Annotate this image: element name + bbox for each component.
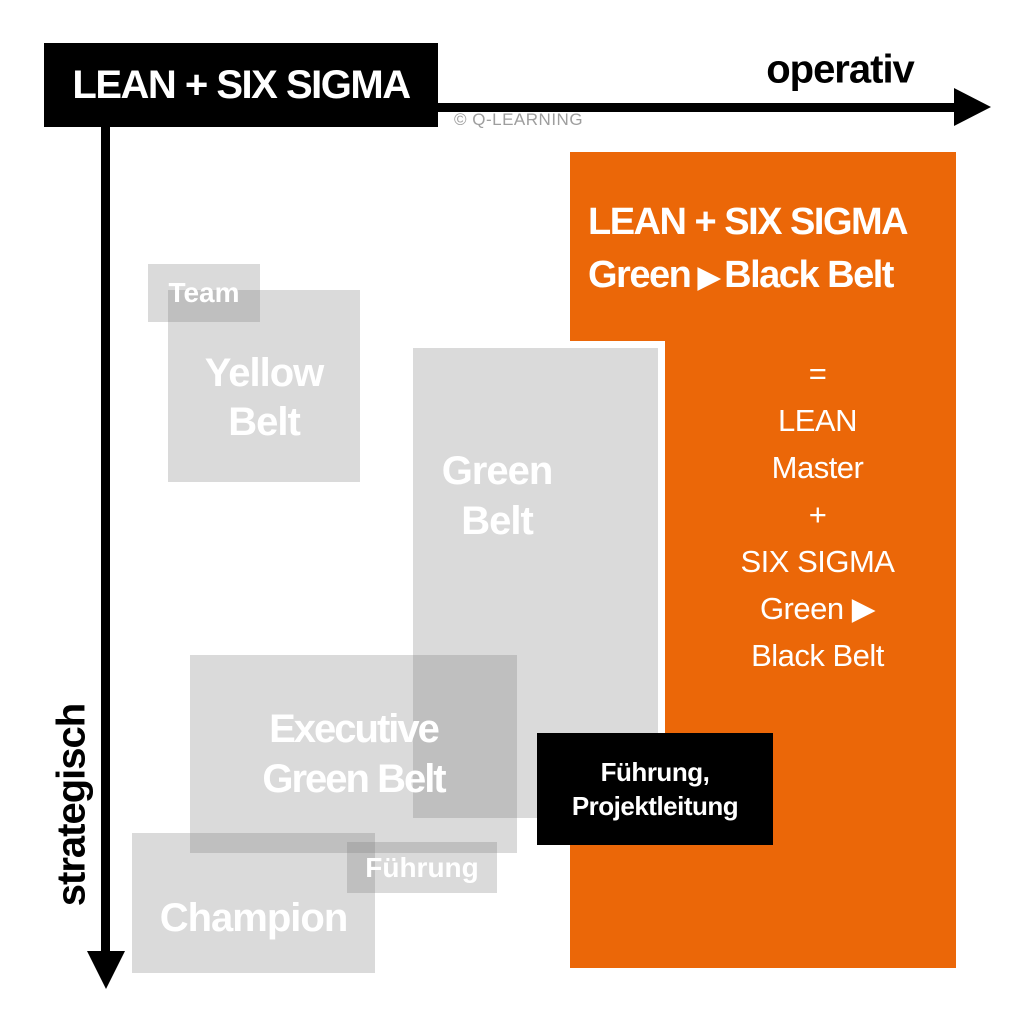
role-box-fuehrung-label: Führung bbox=[365, 851, 479, 883]
belt-box-executive-green-belt: Executive Green Belt bbox=[190, 655, 517, 853]
belt-box-green-belt-label: Green Belt bbox=[441, 449, 554, 543]
equation-line-master: Master bbox=[771, 450, 864, 485]
belt-box-yellow-belt-label: Yellow Belt bbox=[204, 351, 324, 444]
diagram-title: LEAN + SIX SIGMA bbox=[72, 62, 411, 107]
role-box-fuehrung: Führung bbox=[347, 842, 497, 893]
highlight-heading-line2-post: Black Belt bbox=[724, 254, 894, 296]
equation-line-plus: + bbox=[808, 497, 827, 532]
role-box-team-label: Team bbox=[168, 277, 240, 308]
diagram-title-box: LEAN + SIX SIGMA bbox=[44, 43, 438, 127]
role-box-team: Team bbox=[148, 264, 260, 322]
equation-line-black-belt: Black Belt bbox=[751, 638, 884, 673]
equation-line-six-sigma: SIX SIGMA bbox=[740, 544, 895, 579]
highlight-heading: LEAN + SIX SIGMA Green▶Black Belt bbox=[588, 196, 909, 303]
leadership-tag-line1: Führung, bbox=[600, 757, 710, 787]
highlight-equation: = LEAN Master + SIX SIGMA Green ▶ Black … bbox=[675, 350, 960, 679]
copyright-note: © Q-LEARNING bbox=[454, 110, 584, 129]
y-axis-label: strategisch bbox=[49, 703, 94, 907]
equation-line-equals: = bbox=[808, 356, 827, 391]
equation-line-lean: LEAN bbox=[778, 403, 857, 438]
equation-line-green-arrow: Green ▶ bbox=[759, 591, 876, 626]
highlight-heading-line2-pre: Green bbox=[588, 254, 692, 296]
y-axis-line bbox=[101, 120, 110, 952]
arrow-right-icon: ▶ bbox=[697, 259, 722, 294]
y-axis-arrowhead-icon bbox=[87, 951, 125, 989]
leadership-tag-box: Führung, Projektleitung bbox=[537, 733, 773, 845]
x-axis-arrowhead-icon bbox=[954, 88, 991, 126]
belt-box-champion: Champion bbox=[132, 833, 375, 973]
belt-box-yellow-belt: Yellow Belt bbox=[168, 290, 360, 482]
leadership-tag-line2: Projektleitung bbox=[571, 791, 739, 821]
x-axis-label: operativ bbox=[766, 47, 915, 92]
highlight-heading-line1: LEAN + SIX SIGMA bbox=[588, 201, 909, 243]
belt-box-executive-green-belt-label: Executive Green Belt bbox=[262, 707, 446, 801]
belt-box-champion-label: Champion bbox=[159, 895, 349, 940]
belt-box-green-belt: Green Belt bbox=[413, 341, 665, 818]
x-axis-line bbox=[438, 103, 957, 112]
